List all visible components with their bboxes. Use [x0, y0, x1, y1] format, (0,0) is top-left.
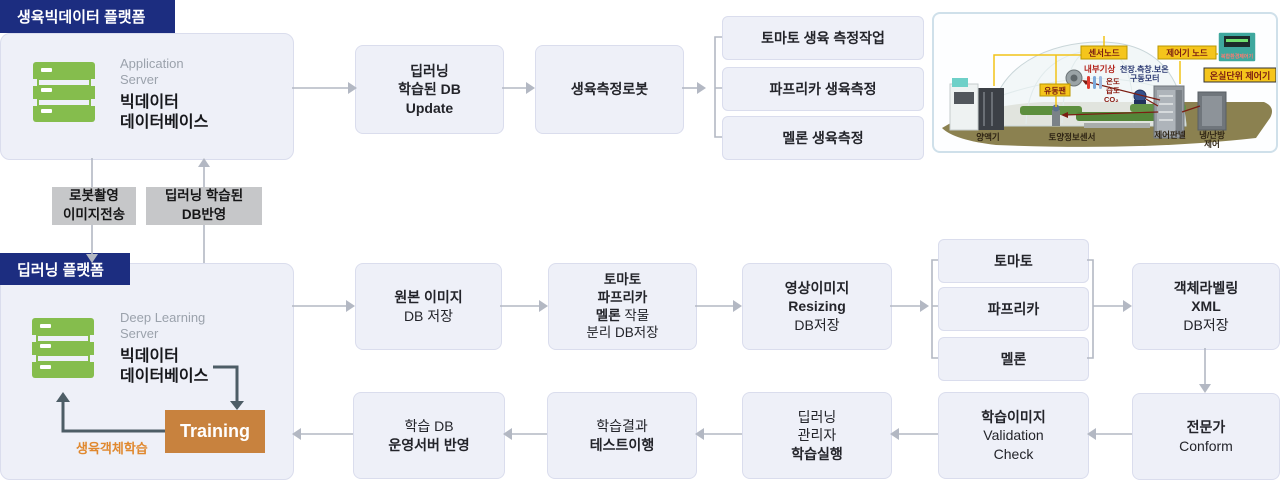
validation-check-box: 학습이미지 Validation Check [938, 392, 1089, 479]
temp-label: 온도 [1106, 77, 1120, 86]
deep-name-line1: 빅데이터 [120, 347, 179, 365]
db-reflect-line1: 딥러닝 학습된 [164, 188, 244, 204]
fan-label: 유동팬 [1044, 86, 1066, 96]
deep-server-text: Deep Learning Server 빅데이터 데이터베이스 [120, 310, 280, 388]
control-panel-label: 제어판넬 [1154, 130, 1185, 140]
server-stack-icon [33, 62, 95, 122]
db-update-line1: 딥러닝 [410, 62, 449, 79]
crop-separate-db-box: 토마토 파프리카 멜론 작물 분리 DB저장 [548, 263, 697, 350]
robot-label: 생육측정로봇 [570, 81, 649, 98]
conform-line2: Conform [1179, 437, 1233, 454]
bigdata-name-line2: 데이터베이스 [120, 114, 209, 132]
bigdata-name-line1: 빅데이터 [120, 93, 179, 111]
server-stack-icon [32, 318, 94, 378]
paprika-measure-task-box: 파프리카 생육측정 [722, 67, 924, 111]
db-update-line3: Update [405, 99, 454, 116]
crop-tomato: 토마토 [994, 252, 1033, 269]
task-paprika: 파프리카 생육측정 [769, 80, 877, 97]
growth-measure-robot-box: 생육측정로봇 [535, 45, 684, 134]
db-update-line2: 학습된 DB [398, 81, 461, 98]
deploy-line2: 운영서버 반영 [388, 436, 470, 453]
crop-tomato-box: 토마토 [938, 239, 1089, 283]
tomato-measure-task-box: 토마토 생육 측정작업 [722, 16, 924, 60]
crop-melon: 멜론 [1000, 350, 1027, 367]
trained-db-reflect-tag: 딥러닝 학습된 DB반영 [146, 187, 262, 225]
controller-node-label: 제어기 노드 [1166, 48, 1208, 58]
execute-line2: 관리자 [797, 427, 837, 444]
db-reflect-line2: DB반영 [181, 207, 227, 222]
deep-platform-title: 딥러닝 플랫폼 [17, 261, 104, 279]
crop-paprika: 파프리카 [987, 300, 1040, 317]
bigdata-server-text: Application Server 빅데이터 데이터베이스 [120, 56, 280, 134]
task-tomato: 토마토 생육 측정작업 [761, 29, 885, 46]
growth-object-learning-note: 생육객체학습 [76, 441, 148, 456]
object-labeling-xml-box: 객체라벨링 XML DB저장 [1132, 263, 1280, 350]
crop-melon-box: 멜론 [938, 337, 1089, 381]
original-image-db-box: 원본 이미지 DB 저장 [355, 263, 502, 350]
greenhouse-scene: 복합환경제어기 센서노드 제어기 노드 온실단위 제어기 유동팬 [942, 31, 1276, 149]
soil-sensor-label: 토양정보센서 [1049, 132, 1096, 142]
test-line2: 테스트이행 [589, 436, 655, 453]
original-line2: DB 저장 [403, 307, 454, 324]
training-box: Training [165, 410, 265, 453]
separate-line2: 파프리카 [597, 289, 648, 305]
training-label: Training [179, 421, 250, 441]
melon-measure-task-box: 멜론 생육측정 [722, 116, 924, 160]
validation-line2: Validation [983, 427, 1044, 444]
execute-line3: 학습실행 [791, 445, 843, 462]
resizing-line3: DB저장 [794, 316, 840, 333]
test-run-box: 학습결과 테스트이행 [547, 392, 697, 479]
motor-label-line2: 구동모터 [1130, 73, 1159, 83]
validation-line3: Check [993, 445, 1034, 462]
bigdata-platform-header: 생육빅데이터 플랫폼 [0, 0, 175, 33]
hvac-label-line1: 냉/난방 [1199, 130, 1225, 140]
task-melon: 멜론 생육측정 [782, 129, 864, 146]
bigdata-platform-title: 생육빅데이터 플랫폼 [17, 9, 146, 26]
motor-label-line1: 천장.측창.보온 [1120, 64, 1169, 74]
image-resizing-db-box: 영상이미지 Resizing DB저장 [742, 263, 892, 350]
deep-server-type: Deep Learning Server [120, 310, 206, 342]
separate-line3-bold: 멜론 [595, 307, 621, 323]
separate-line1: 토마토 [603, 271, 642, 287]
sensor-node-label: 센서노드 [1088, 48, 1119, 58]
separate-line4: 분리 DB저장 [586, 325, 659, 341]
resizing-line1: 영상이미지 [784, 279, 850, 296]
learning-execute-box: 딥러닝 관리자 학습실행 [742, 392, 892, 479]
labeling-line2: XML [1191, 298, 1221, 315]
robot-image-transfer-tag: 로봇촬영 이미지전송 [52, 187, 136, 225]
test-line1: 학습결과 [596, 418, 648, 435]
crop-paprika-box: 파프리카 [938, 287, 1089, 331]
hvac-label-line2: 제어 [1204, 139, 1220, 149]
deploy-line1: 학습 DB [404, 418, 454, 435]
robot-transfer-line2: 이미지전송 [62, 207, 126, 222]
greenhouse-illustration: 복합환경제어기 센서노드 제어기 노드 온실단위 제어기 유동팬 [932, 12, 1278, 153]
app-server-type: Application Server [120, 56, 184, 88]
original-line1: 원본 이미지 [394, 289, 463, 306]
resizing-line2: Resizing [788, 298, 846, 315]
labeling-line3: DB저장 [1183, 316, 1229, 333]
humidity-label: 습도 [1106, 85, 1120, 95]
conform-line1: 전문가 [1186, 419, 1226, 436]
deploy-db-box: 학습 DB 운영서버 반영 [353, 392, 505, 479]
unit-controller-label: 온실단위 제어기 [1210, 70, 1270, 81]
nutrient-machine-label: 양액기 [976, 132, 999, 142]
separate-line3-normal: 작물 [620, 307, 650, 323]
indoor-weather-label: 내부기상 [1084, 64, 1115, 74]
trained-db-update-box: 딥러닝 학습된 DB Update [355, 45, 504, 134]
deep-learning-platform-header: 딥러닝 플랫폼 [0, 253, 130, 285]
labeling-line1: 객체라벨링 [1173, 279, 1239, 296]
validation-line1: 학습이미지 [981, 408, 1046, 425]
execute-line1: 딥러닝 [797, 408, 837, 425]
deep-name-line2: 데이터베이스 [120, 368, 209, 386]
device-label: 복합환경제어기 [1221, 53, 1254, 60]
robot-transfer-line1: 로봇촬영 [69, 188, 119, 204]
co2-label: CO₂ [1104, 95, 1119, 104]
expert-conform-box: 전문가 Conform [1132, 393, 1280, 480]
